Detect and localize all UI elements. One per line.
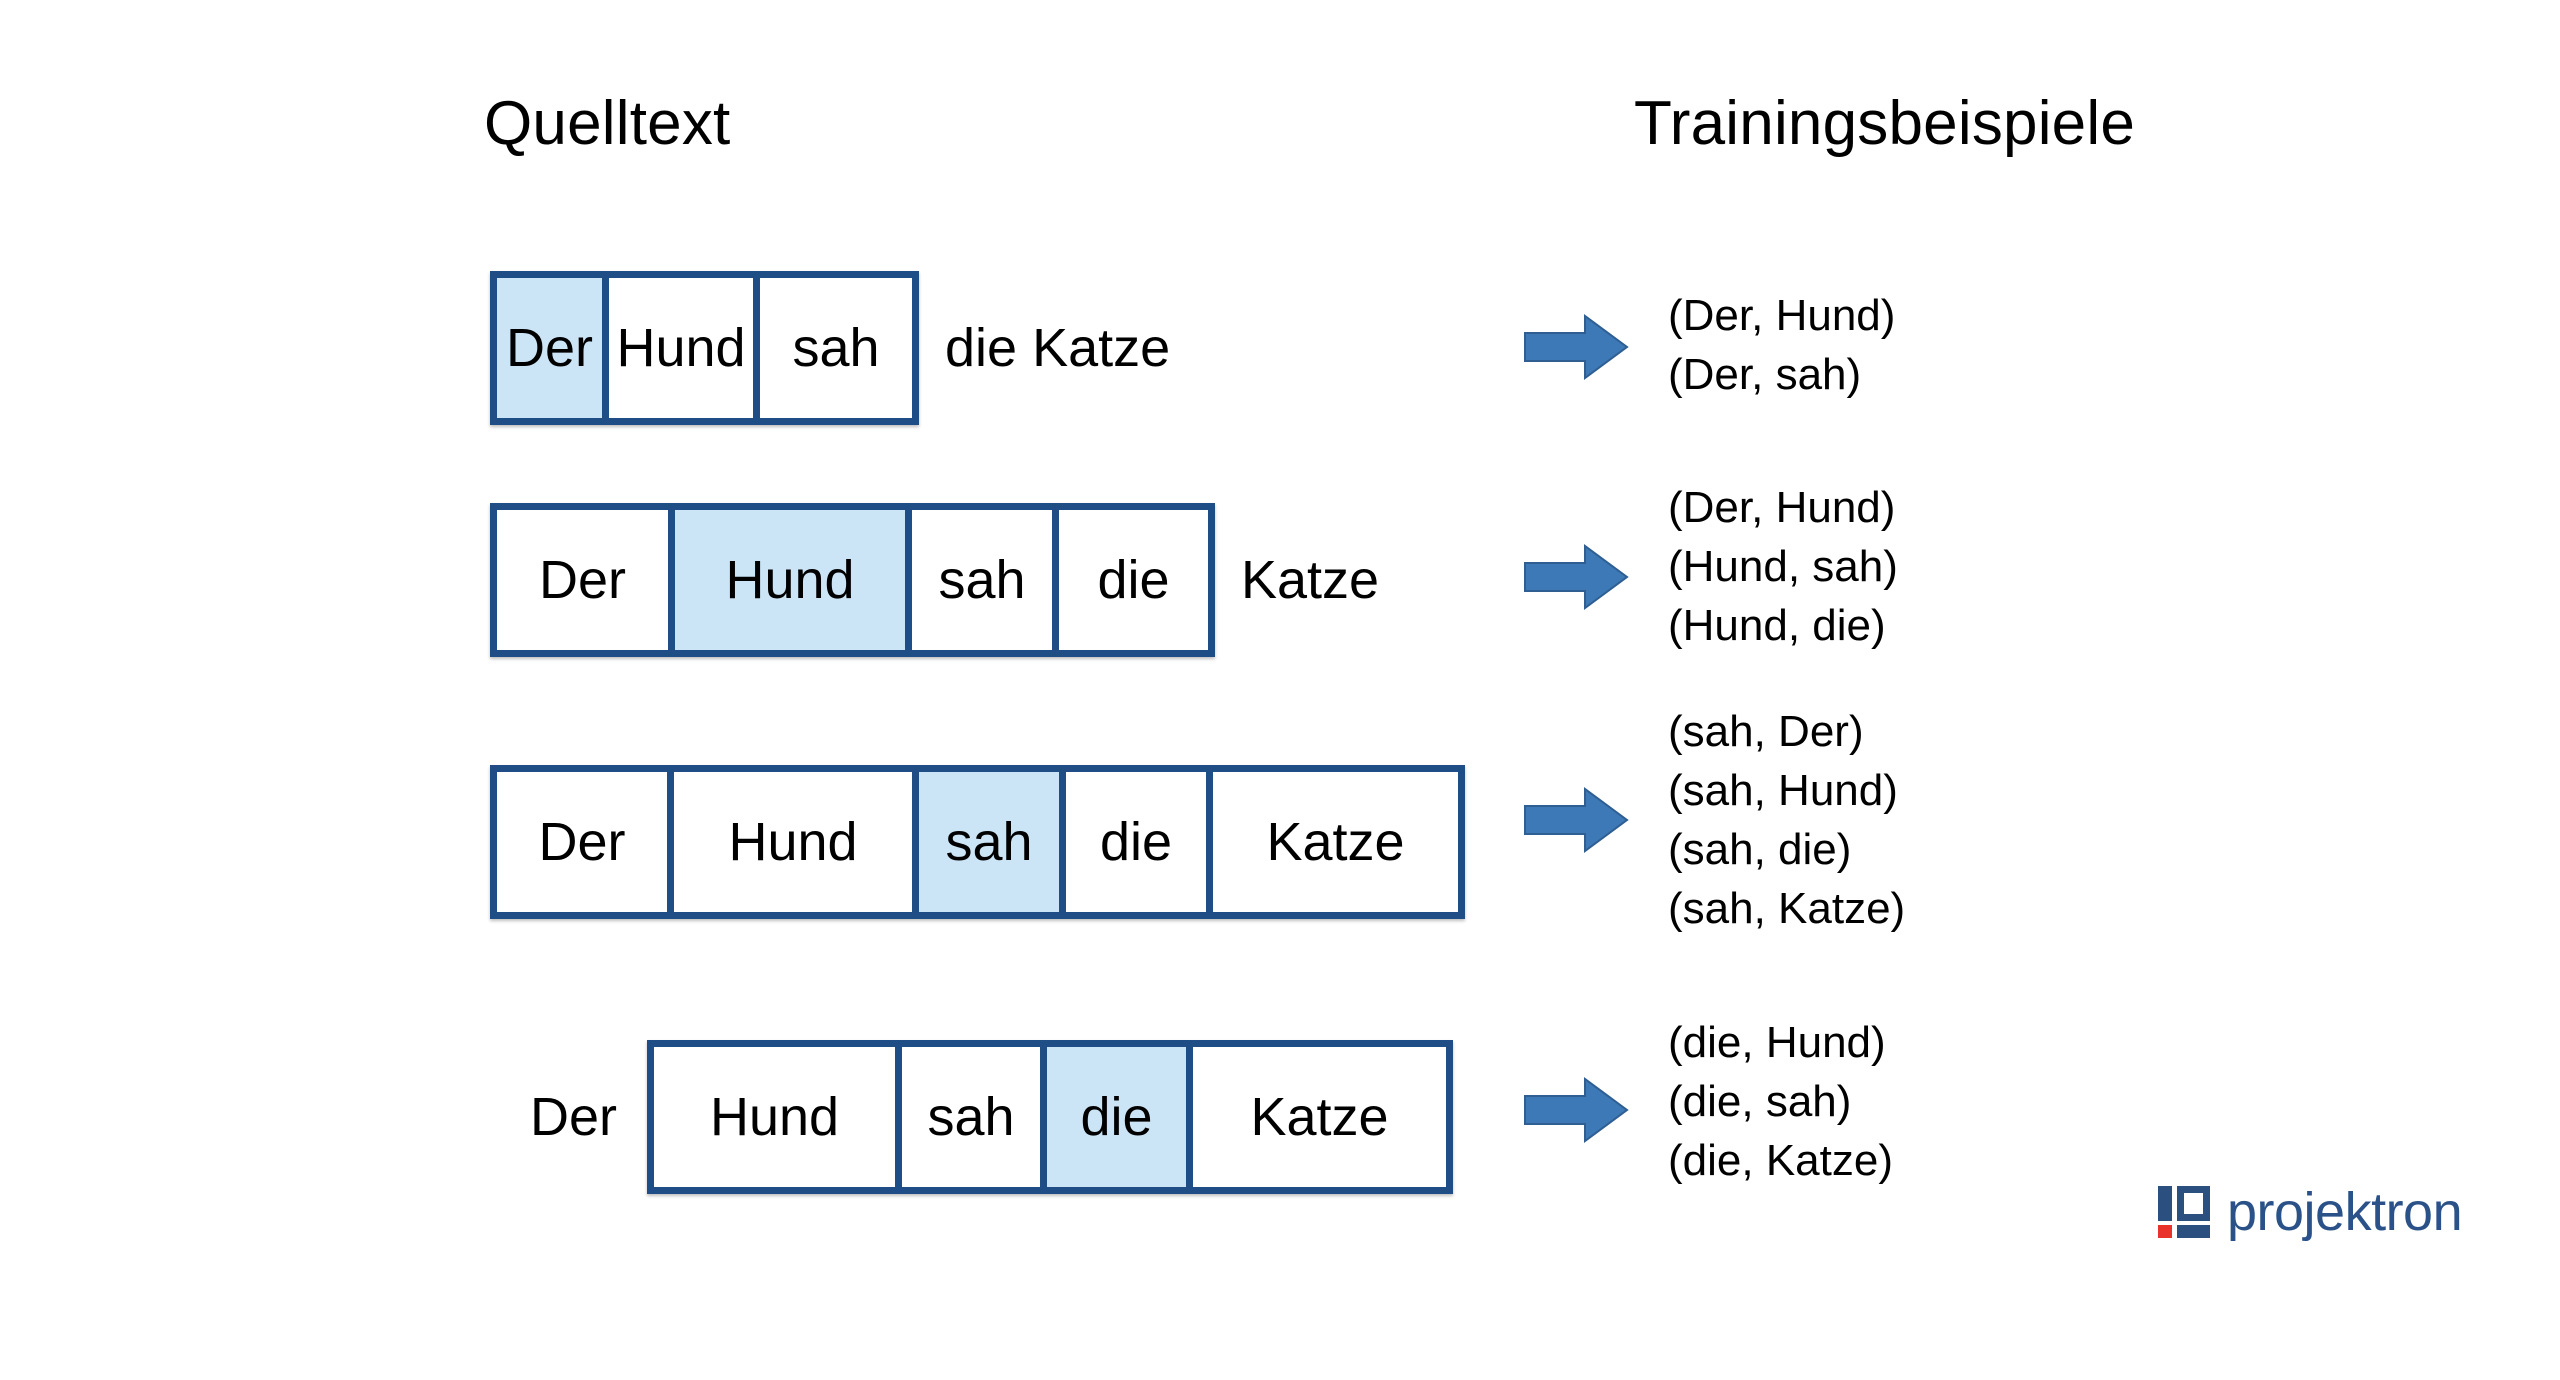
token-row-1: Der Hund sah die Katze [490, 268, 1170, 428]
example-pair: (Hund, sah) [1668, 542, 1898, 591]
example-pair: (sah, Katze) [1668, 884, 1906, 933]
token-cell[interactable]: Hund [654, 1047, 903, 1187]
row-trailing-text: die Katze [945, 318, 1171, 378]
example-pair: (sah, die) [1668, 825, 1852, 874]
token-cell[interactable]: Hund [675, 510, 912, 650]
token-strip-2: Der Hund sah die [490, 503, 1215, 657]
token-row-2: Der Hund sah die Katze [490, 500, 1379, 660]
example-pair: (Der, Hund) [1668, 291, 1896, 340]
example-pair: (die, sah) [1668, 1077, 1852, 1126]
examples-list-1: (Der, Hund) (Der, sah) [1668, 286, 1895, 404]
arrow-right-icon [1523, 785, 1629, 855]
arrow-right-icon [1523, 542, 1629, 612]
row-trailing-text: Katze [1241, 550, 1380, 610]
projektron-logo-mark-icon [2158, 1186, 2210, 1238]
token-strip-1: Der Hund sah [490, 271, 919, 425]
examples-list-3: (sah, Der) (sah, Hund) (sah, die) (sah, … [1668, 702, 1905, 938]
logo-square-outline-shape [2177, 1186, 2210, 1221]
row-leading-text: Der [530, 1087, 618, 1147]
logo-blue-rect-shape [2177, 1225, 2210, 1238]
token-cell[interactable]: Hund [609, 278, 760, 418]
token-cell[interactable]: Katze [1213, 772, 1458, 912]
projektron-logo: projektron [2158, 1182, 2463, 1242]
token-cell[interactable]: sah [902, 1047, 1048, 1187]
token-cell[interactable]: sah [912, 510, 1059, 650]
examples-list-4: (die, Hund) (die, sah) (die, Katze) [1668, 1013, 1893, 1190]
token-cell[interactable]: Der [497, 772, 674, 912]
token-row-4: Der Hund sah die Katze [530, 1037, 1454, 1197]
token-cell[interactable]: die [1066, 772, 1213, 912]
token-strip-3: Der Hund sah die Katze [490, 765, 1465, 919]
token-cell[interactable]: Hund [674, 772, 919, 912]
token-cell[interactable]: sah [760, 278, 912, 418]
arrow-right-icon [1523, 312, 1629, 382]
example-pair: (Der, sah) [1668, 350, 1862, 399]
example-pair: (sah, Der) [1668, 707, 1864, 756]
example-pair: (die, Katze) [1668, 1136, 1893, 1185]
token-cell[interactable]: die [1059, 510, 1208, 650]
token-cell[interactable]: Der [497, 510, 675, 650]
token-cell[interactable]: sah [919, 772, 1066, 912]
examples-list-2: (Der, Hund) (Hund, sah) (Hund, die) [1668, 478, 1898, 655]
token-row-3: Der Hund sah die Katze [490, 762, 1465, 922]
logo-bar-shape [2158, 1186, 2172, 1221]
token-cell[interactable]: die [1047, 1047, 1194, 1187]
example-pair: (sah, Hund) [1668, 766, 1898, 815]
logo-wordmark: projektron [2227, 1182, 2463, 1242]
page-title-examples: Trainingsbeispiele [1634, 89, 2136, 158]
token-strip-4: Hund sah die Katze [647, 1040, 1454, 1194]
example-pair: (Der, Hund) [1668, 483, 1896, 532]
token-cell[interactable]: Der [497, 278, 609, 418]
example-pair: (Hund, die) [1668, 601, 1886, 650]
page-title-source: Quelltext [484, 89, 731, 158]
arrow-right-icon [1523, 1075, 1629, 1145]
example-pair: (die, Hund) [1668, 1018, 1886, 1067]
token-cell[interactable]: Katze [1193, 1047, 1447, 1187]
logo-red-square-shape [2158, 1225, 2172, 1238]
